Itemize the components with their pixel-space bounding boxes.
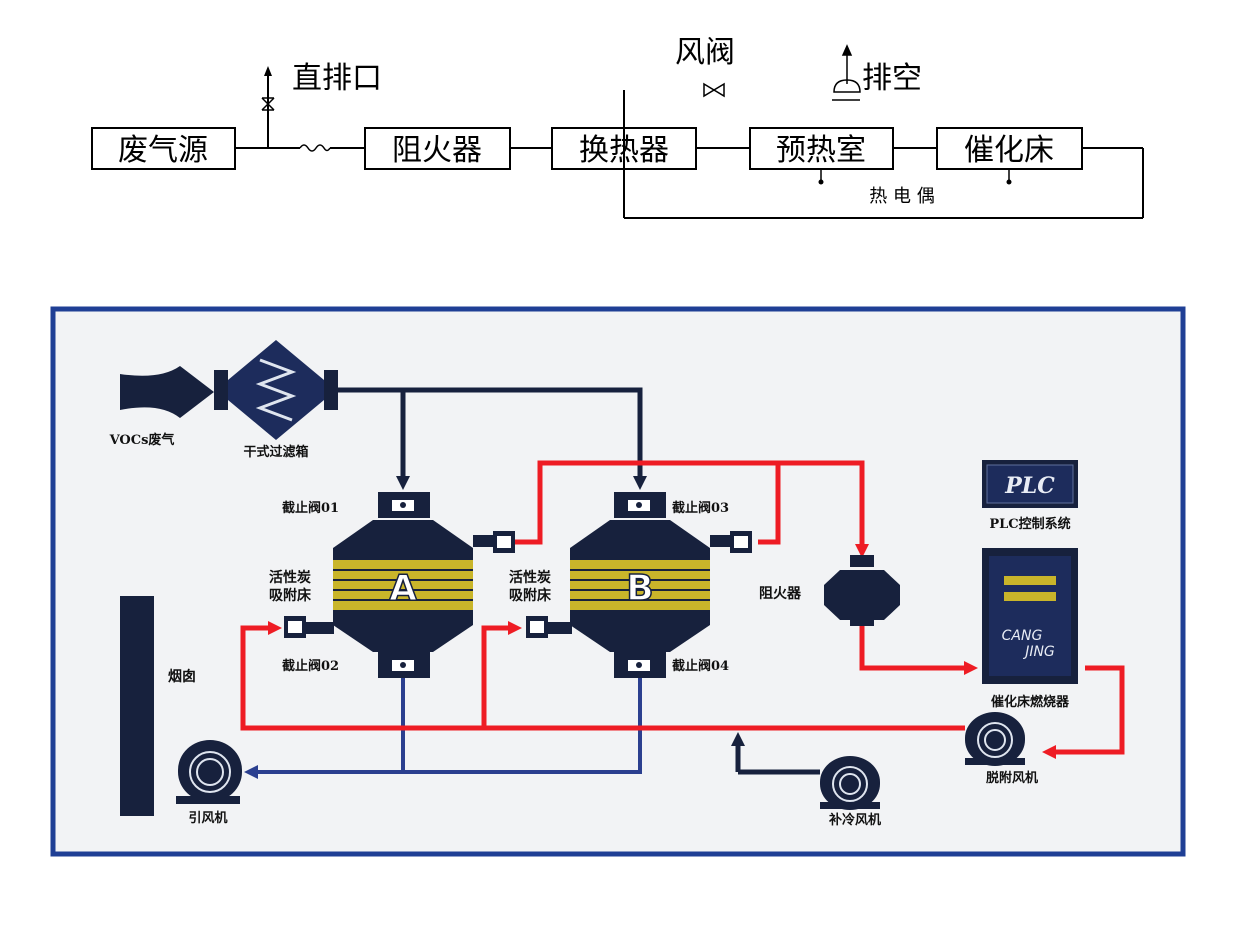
label-plc-box: PLC bbox=[1004, 473, 1055, 499]
label-exhaust-source: 废气源 bbox=[118, 133, 208, 168]
vent-icon bbox=[832, 44, 861, 101]
label-valve-04: 截止阀04 bbox=[672, 658, 729, 674]
label-air-valve: 风阀 bbox=[675, 35, 735, 70]
flame-arrester-icon bbox=[824, 555, 900, 626]
air-valve-icon bbox=[703, 82, 725, 98]
label-burner-brand-1: CANG bbox=[1002, 628, 1043, 644]
catalytic-burner-icon bbox=[982, 548, 1078, 684]
label-valve-01: 截止阀01 bbox=[282, 500, 339, 516]
label-burner: 催化床燃烧器 bbox=[991, 694, 1070, 710]
label-flame-arrester: 阻火器 bbox=[392, 133, 482, 168]
adsorber-b bbox=[526, 492, 752, 678]
box-flame-arrester bbox=[364, 127, 511, 170]
label-bed-a-line2: 吸附床 bbox=[269, 587, 312, 604]
label-bed-b-line2: 吸附床 bbox=[509, 587, 552, 604]
bed-a-letter: A bbox=[389, 568, 417, 609]
desorption-fan-icon bbox=[965, 712, 1025, 766]
desorption-pipes bbox=[240, 460, 1125, 755]
cooling-fan-icon bbox=[820, 756, 880, 810]
label-desorption-fan: 脱附风机 bbox=[986, 770, 1038, 786]
label-schematic-flame-arrester: 阻火器 bbox=[759, 586, 802, 602]
chimney-icon bbox=[120, 596, 154, 816]
label-bed-a-line1: 活性炭 bbox=[269, 569, 311, 586]
box-exhaust-source bbox=[91, 127, 236, 170]
induced-fan-icon bbox=[176, 740, 242, 804]
damper-icon bbox=[299, 144, 331, 152]
label-induced-fan: 引风机 bbox=[188, 810, 227, 826]
label-preheat-chamber: 预热室 bbox=[776, 133, 866, 168]
label-vocs-gas: VOCs废气 bbox=[109, 432, 175, 448]
label-dry-filter-box: 干式过滤箱 bbox=[243, 444, 308, 460]
label-catalytic-bed: 催化床 bbox=[964, 133, 1054, 168]
label-valve-03: 截止阀03 bbox=[672, 500, 729, 516]
label-plc-system: PLC控制系统 bbox=[989, 516, 1070, 532]
label-cooling-fan: 补冷风机 bbox=[828, 812, 881, 828]
outlet-arrow-icon bbox=[264, 66, 272, 76]
process-air-pipes bbox=[338, 387, 820, 775]
label-vent: 排空 bbox=[862, 61, 922, 96]
label-chimney: 烟囱 bbox=[168, 668, 196, 685]
label-heat-exchanger: 换热器 bbox=[579, 133, 669, 168]
process-flow-diagram: 废气源 阻火器 换热器 预热室 催化床 直排口 风阀 排空 热 电 偶 bbox=[91, 35, 1144, 219]
dry-filter-box-icon bbox=[214, 340, 338, 440]
label-bed-b-line1: 活性炭 bbox=[509, 569, 551, 586]
outlet-valve-icon bbox=[261, 97, 275, 111]
bed-b-letter: B bbox=[626, 568, 653, 609]
vocs-inlet-arrow-icon bbox=[120, 366, 214, 418]
label-valve-02: 截止阀02 bbox=[282, 658, 339, 674]
label-thermocouple: 热 电 偶 bbox=[869, 186, 934, 207]
exhaust-pipes bbox=[256, 676, 642, 774]
plc-unit-icon bbox=[982, 460, 1078, 508]
adsorber-a bbox=[284, 492, 515, 678]
label-burner-brand-2: JING bbox=[1022, 644, 1055, 660]
label-direct-outlet: 直排口 bbox=[292, 61, 382, 96]
